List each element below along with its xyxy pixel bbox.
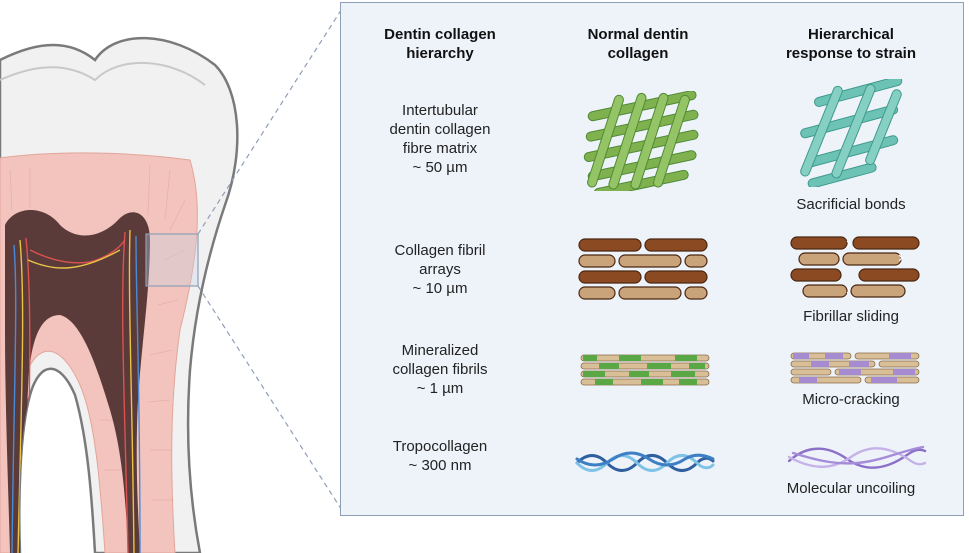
normal-fibril-arrays-illustration bbox=[578, 238, 708, 300]
sacrificial-bonds-illustration bbox=[800, 79, 903, 187]
header-normal: Normal dentin collagen bbox=[587, 26, 689, 62]
caption-micro-cracking: Micro-cracking bbox=[802, 391, 900, 408]
zoom-line-bottom bbox=[197, 285, 345, 516]
row-label-fibril-arrays: Collagen fibril arrays ~ 10 µm bbox=[394, 242, 486, 297]
normal-tropocollagen-illustration bbox=[575, 451, 715, 472]
caption-fibrillar-sliding: Fibrillar sliding bbox=[803, 308, 899, 325]
normal-fibre-matrix-illustration bbox=[583, 91, 699, 191]
fibrillar-sliding-illustration bbox=[790, 236, 920, 298]
row-label-mineralized-fibrils: Mineralized collagen fibrils ~ 1 µm bbox=[392, 342, 488, 397]
caption-molecular-uncoiling: Molecular uncoiling bbox=[786, 480, 916, 497]
zoom-line-top bbox=[197, 3, 345, 235]
normal-mineralized-fibrils-illustration bbox=[580, 354, 710, 386]
molecular-uncoiling-illustration bbox=[787, 445, 927, 469]
zoom-region-box bbox=[145, 233, 199, 287]
header-hierarchy: Dentin collagen hierarchy bbox=[384, 26, 496, 62]
dentin-tubules bbox=[9, 164, 186, 501]
micro-cracking-illustration bbox=[790, 352, 920, 384]
tooth-cross-section-illustration bbox=[0, 3, 345, 553]
caption-sacrificial-bonds: Sacrificial bonds bbox=[796, 196, 906, 213]
hierarchy-panel: Dentin collagen hierarchy Normal dentin … bbox=[340, 2, 964, 516]
header-response: Hierarchical response to strain bbox=[785, 26, 917, 62]
row-label-tropocollagen: Tropocollagen ~ 300 nm bbox=[392, 438, 488, 474]
row-label-fibre-matrix: Intertubular dentin collagen fibre matri… bbox=[389, 102, 491, 176]
pulp-chamber bbox=[5, 210, 150, 553]
enamel-fold bbox=[0, 62, 206, 86]
